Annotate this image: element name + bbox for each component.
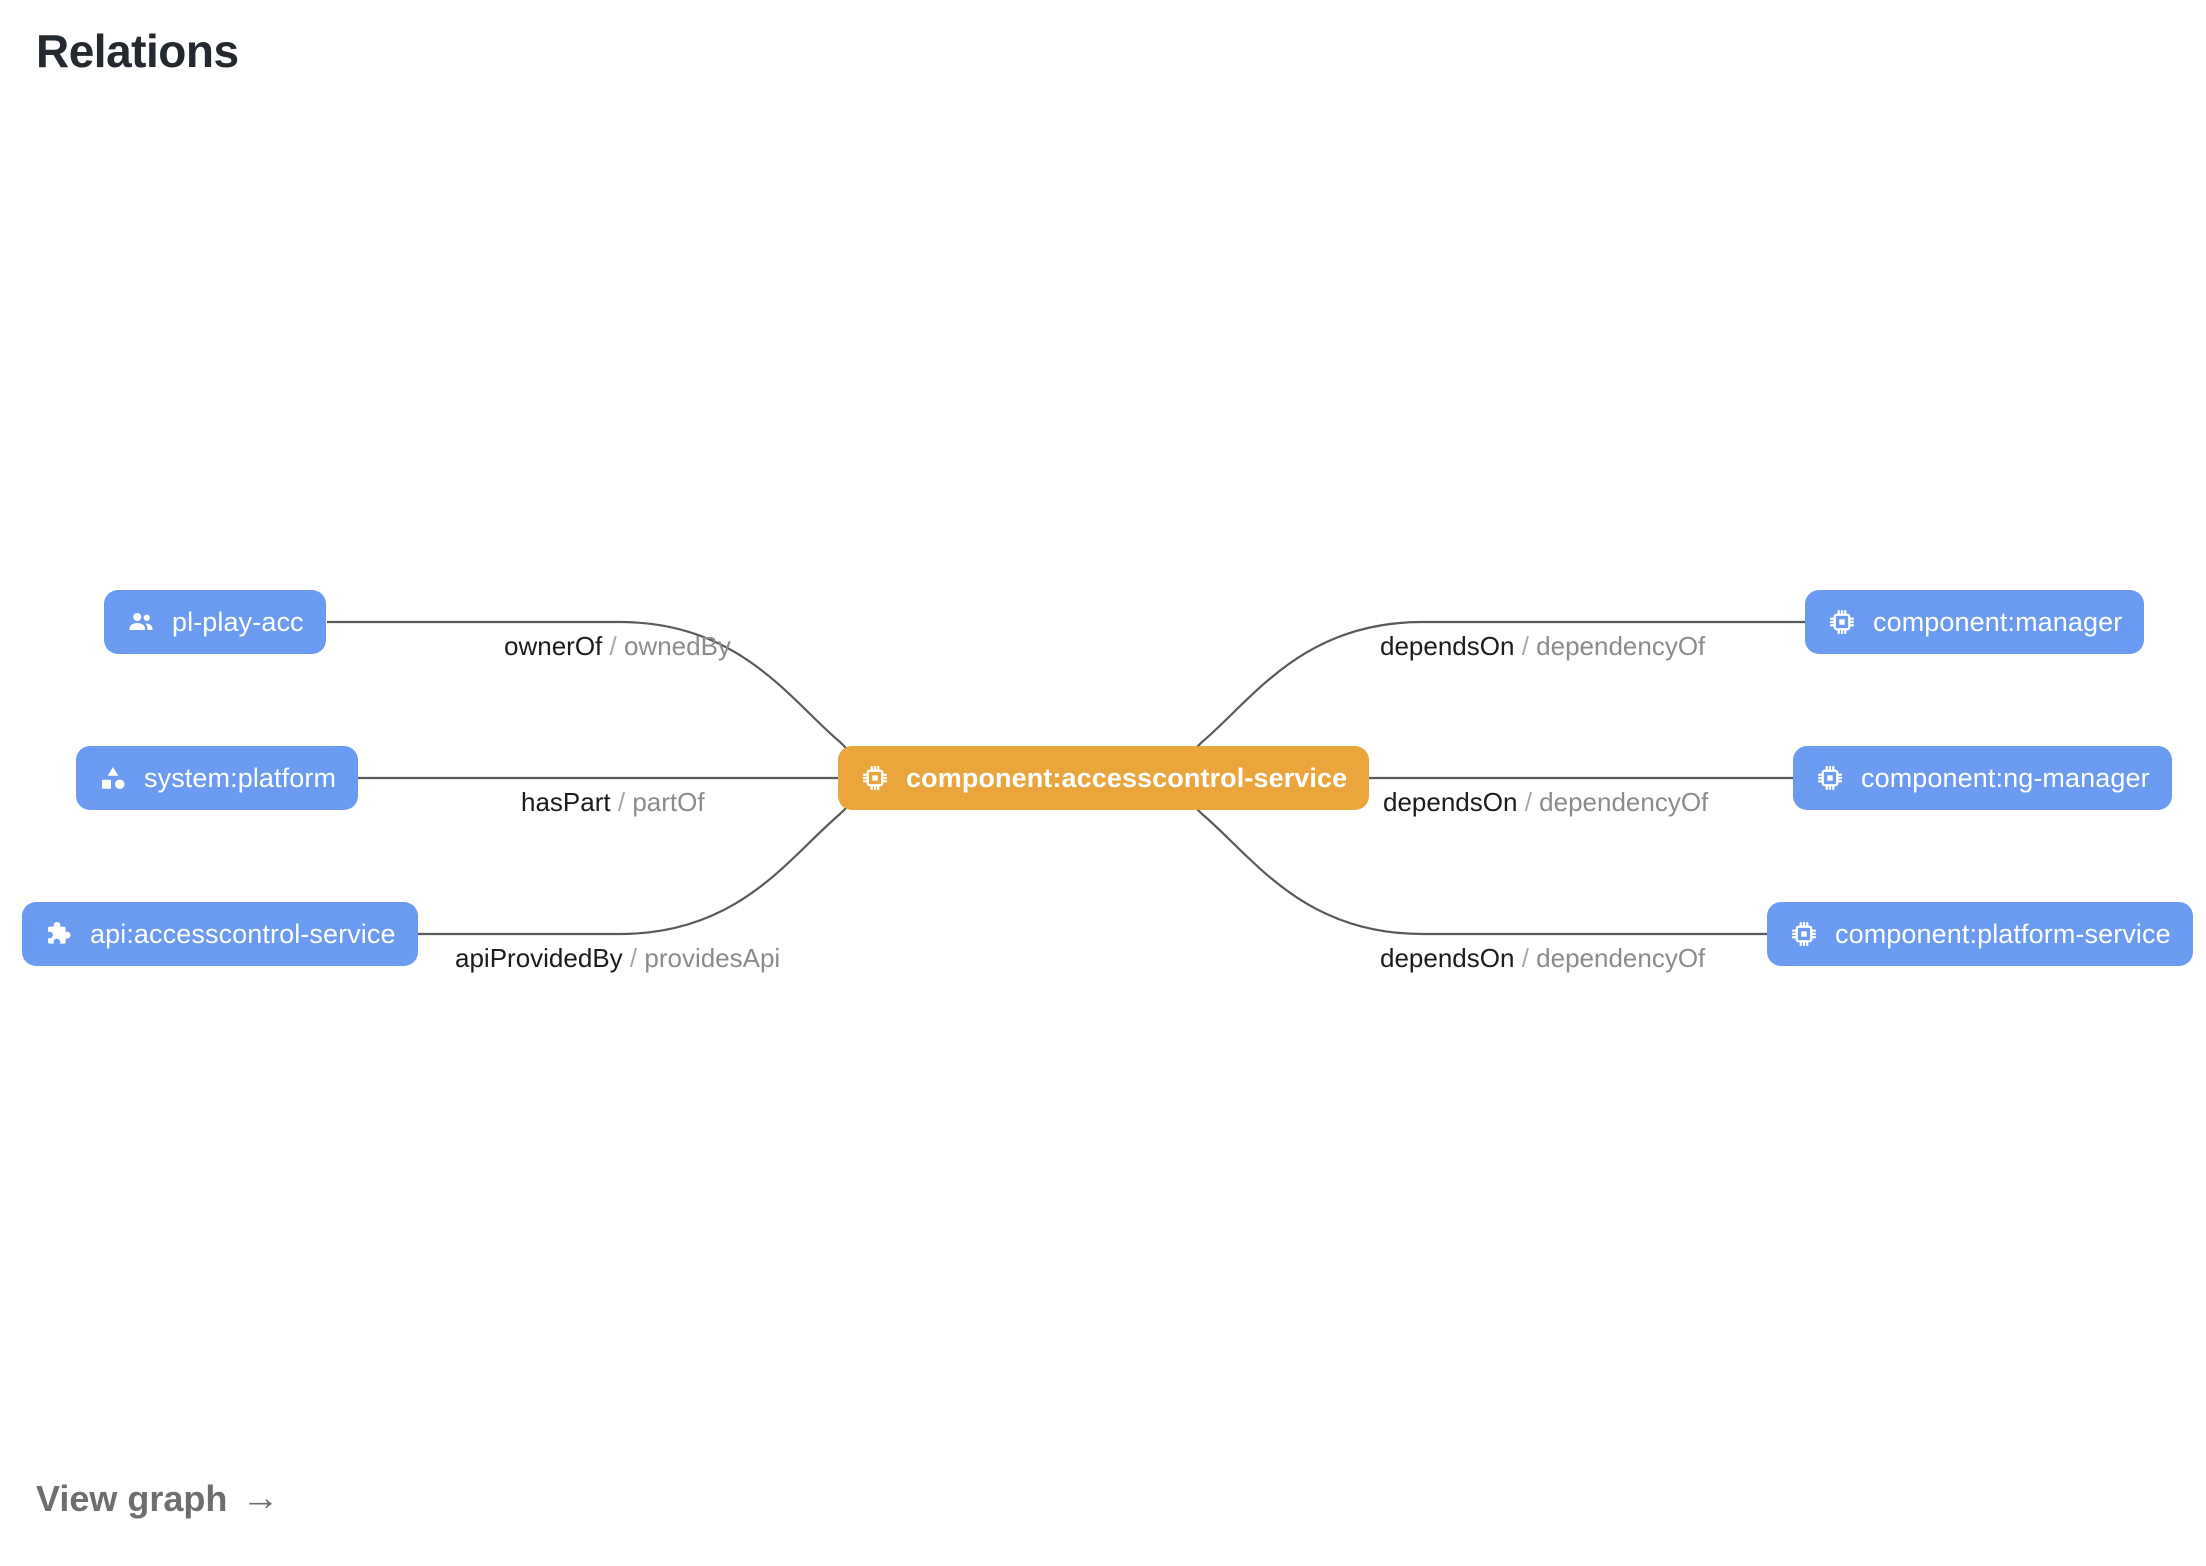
graph-node-pl-play-acc[interactable]: pl-play-acc xyxy=(104,590,326,654)
edge-label-separator: / xyxy=(617,787,626,817)
edge-label-forward: apiProvidedBy xyxy=(455,943,623,973)
graph-node-component-manager[interactable]: component:manager xyxy=(1805,590,2145,654)
edge-label-dependsOn-platform-service: dependsOn / dependencyOf xyxy=(1380,945,1705,971)
view-graph-label: View graph xyxy=(36,1478,228,1519)
edge-path-dependsOn-platform-service xyxy=(1195,807,1767,936)
edge-label-hasPart: hasPart / partOf xyxy=(521,789,705,815)
edge-label-forward: dependsOn xyxy=(1380,943,1515,973)
group-people-icon xyxy=(126,607,156,637)
graph-node-label: component:accesscontrol-service xyxy=(906,762,1348,793)
edge-path-ownerOf xyxy=(327,620,847,749)
edge-label-separator: / xyxy=(609,631,617,661)
edge-label-ownerOf: ownerOf / ownedBy xyxy=(504,633,731,659)
edge-label-apiProvidedBy: apiProvidedBy / providesApi xyxy=(455,945,780,971)
edge-label-forward: ownerOf xyxy=(504,631,603,661)
edge-label-reverse: dependencyOf xyxy=(1539,787,1709,817)
view-graph-link[interactable]: View graph → xyxy=(36,1478,279,1520)
edge-label-separator: / xyxy=(1521,943,1529,973)
cpu-chip-icon xyxy=(1827,607,1857,637)
page-title: Relations xyxy=(36,25,239,77)
graph-node-label: system:platform xyxy=(144,762,337,793)
edge-label-reverse: partOf xyxy=(632,787,705,817)
edge-label-reverse: providesApi xyxy=(644,943,781,973)
edge-label-forward: dependsOn xyxy=(1383,787,1518,817)
edge-path-apiProvidedBy xyxy=(408,807,847,936)
graph-node-label: component:ng-manager xyxy=(1861,762,2150,793)
graph-node-component-platform-service[interactable]: component:platform-service xyxy=(1767,902,2193,966)
cpu-chip-icon xyxy=(860,763,890,793)
edge-label-dependsOn-ng-manager: dependsOn / dependencyOf xyxy=(1383,789,1708,815)
graph-node-api-accesscontrol-service[interactable]: api:accesscontrol-service xyxy=(22,902,418,966)
edge-path-dependsOn-manager xyxy=(1195,620,1805,749)
edge-label-forward: hasPart xyxy=(521,787,611,817)
graph-node-system-platform[interactable]: system:platform xyxy=(76,746,359,810)
graph-node-label: component:platform-service xyxy=(1835,918,2171,949)
cpu-chip-icon xyxy=(1789,919,1819,949)
graph-node-component-ng-manager[interactable]: component:ng-manager xyxy=(1793,746,2172,810)
edge-label-dependsOn-manager: dependsOn / dependencyOf xyxy=(1380,633,1705,659)
arrow-right-icon: → xyxy=(241,1477,280,1519)
category-shapes-icon xyxy=(98,763,128,793)
edge-label-separator: / xyxy=(629,943,638,973)
puzzle-extension-icon xyxy=(44,919,74,949)
cpu-chip-icon xyxy=(1815,763,1845,793)
graph-node-label: api:accesscontrol-service xyxy=(90,918,396,949)
edge-label-separator: / xyxy=(1521,631,1529,661)
edge-label-separator: / xyxy=(1524,787,1532,817)
graph-node-label: pl-play-acc xyxy=(172,606,304,637)
graph-node-focus-component-accesscontrol-service[interactable]: component:accesscontrol-service xyxy=(838,746,1370,810)
graph-node-label: component:manager xyxy=(1873,606,2123,637)
edge-label-forward: dependsOn xyxy=(1380,631,1515,661)
edge-label-reverse: ownedBy xyxy=(623,631,731,661)
edge-label-reverse: dependencyOf xyxy=(1536,631,1706,661)
edge-label-reverse: dependencyOf xyxy=(1536,943,1706,973)
